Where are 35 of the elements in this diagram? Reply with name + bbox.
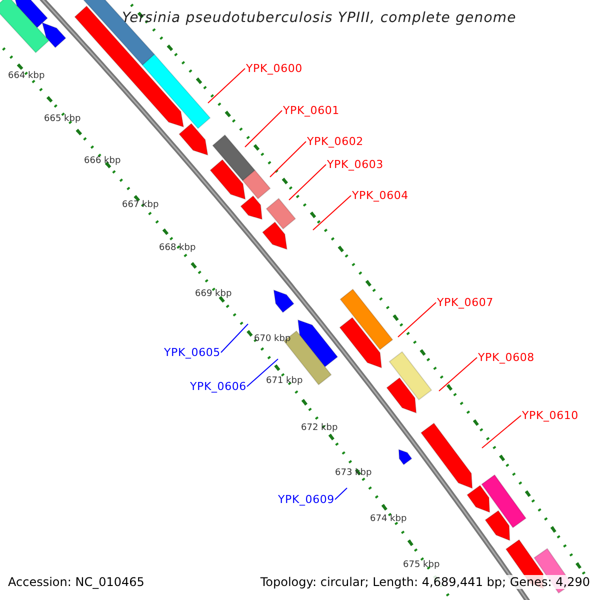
gene-label: YPK_0610 xyxy=(522,410,578,421)
scale-label: 665 kbp xyxy=(44,115,81,124)
gene-label: YPK_0607 xyxy=(437,297,494,308)
info-text: Topology: circular; Length: 4,689,441 bp; Genes: 4,290 xyxy=(258,575,592,589)
leader-line xyxy=(438,357,478,392)
title: Yersinia pseudotuberculosis YPIII, complete genome xyxy=(122,11,516,25)
scale-label: 674 kbp xyxy=(370,515,407,524)
gene-label: YPK_0609 xyxy=(278,494,334,505)
leader-line xyxy=(270,141,306,178)
gene-label: YPK_0608 xyxy=(478,352,534,363)
gene-label: YPK_0605 xyxy=(164,347,220,358)
leader-line xyxy=(246,358,278,387)
info-text: Accession: NC_010465 xyxy=(6,575,146,589)
scale-label: 666 kbp xyxy=(84,157,121,166)
scale-label: 669 kbp xyxy=(195,290,232,299)
gene-label: YPK_0601 xyxy=(283,105,340,116)
scale-label: 675 kbp xyxy=(403,561,440,570)
gene-label: YPK_0606 xyxy=(190,381,246,392)
scale-label: 668 kbp xyxy=(159,244,196,253)
leader-line xyxy=(334,488,348,500)
leader-line xyxy=(220,324,248,353)
gene-label: YPK_0600 xyxy=(246,63,302,74)
gene-label: YPK_0603 xyxy=(327,159,384,170)
leader-line xyxy=(398,302,436,338)
scale-label: 664 kbp xyxy=(8,72,45,81)
leader-line xyxy=(288,164,326,200)
gene-label: YPK_0604 xyxy=(352,190,408,201)
leader-line xyxy=(482,415,522,448)
leader-line xyxy=(312,195,352,230)
gene-label: YPK_0602 xyxy=(307,136,364,147)
leader-line xyxy=(244,110,282,148)
scale-label: 672 kbp xyxy=(301,424,338,433)
scale-label: 667 kbp xyxy=(122,201,159,210)
leader-line xyxy=(208,68,246,104)
scale-label: 671 kbp xyxy=(266,377,303,386)
